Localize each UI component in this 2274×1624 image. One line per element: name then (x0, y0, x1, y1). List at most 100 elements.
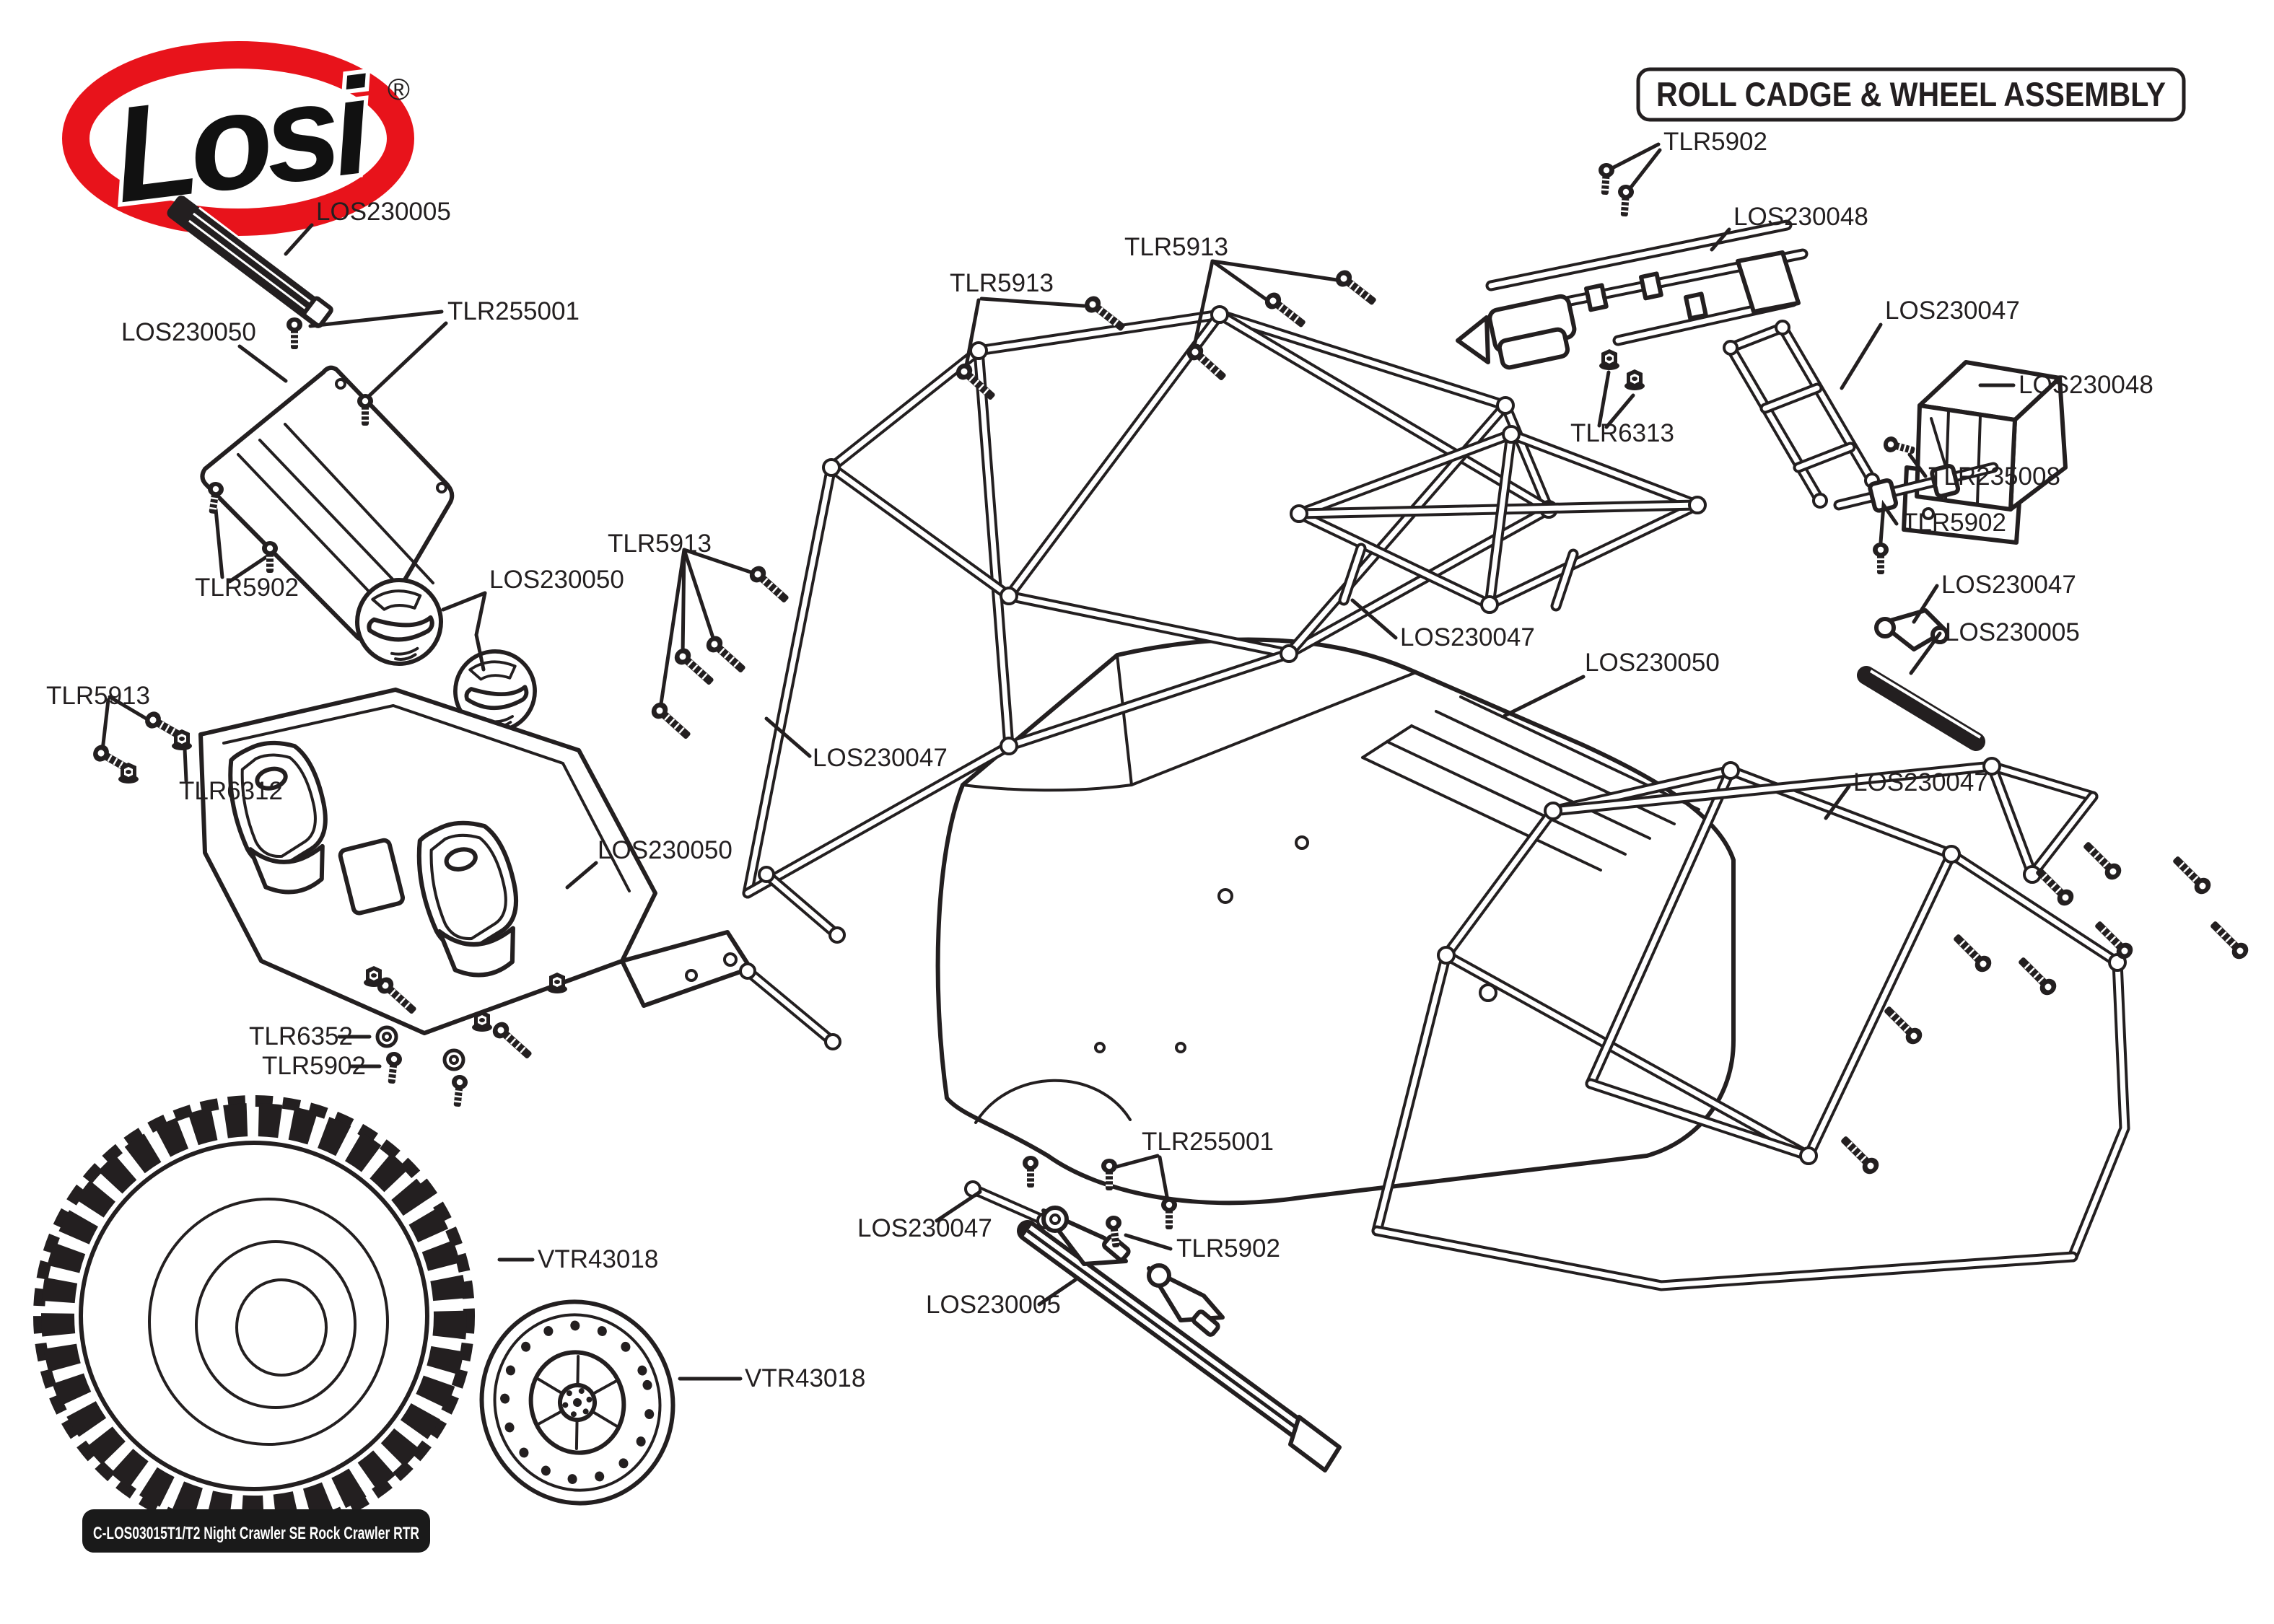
leader-line (284, 223, 314, 256)
ladder-rack-los230047 (1723, 320, 1880, 509)
screw-long-icon (2168, 851, 2216, 899)
leader-line (1037, 1278, 1077, 1307)
leader-line (183, 747, 188, 783)
part-label: LOS230050 (1585, 649, 1720, 677)
leader-line (1604, 393, 1635, 429)
leader-line (1115, 1154, 1160, 1169)
leader-line (1210, 259, 1339, 282)
part-label: LOS230047 (1941, 571, 2076, 599)
leader-line (565, 861, 598, 890)
screw-icon (1615, 183, 1635, 218)
part-label: TLR5902 (262, 1052, 366, 1080)
page-title: ROLL CADGE & WHEEL ASSEMBLY (1656, 75, 2166, 113)
screw-long-icon (1182, 339, 1231, 386)
screw-icon (448, 1073, 470, 1109)
roof-rail-los230005 (167, 196, 333, 328)
leader-line (935, 1190, 982, 1223)
leader-line (963, 298, 981, 372)
leader-line (1124, 1233, 1173, 1251)
part-label: LOS230047 (813, 744, 948, 772)
leader-line (100, 698, 110, 752)
part-label: TLR5902 (1902, 509, 2006, 537)
part-label: LOS230047 (1885, 297, 2020, 325)
leader-line (108, 695, 151, 722)
footer-model-tag: C-LOS03015T1/T2 Night Crawler SE Rock Cr… (82, 1509, 430, 1553)
leader-line (1627, 148, 1662, 191)
wheel-vtr43018 (479, 1299, 675, 1506)
leader-line (1597, 370, 1611, 428)
leader-line (237, 344, 288, 383)
screw-long-icon (2031, 863, 2078, 910)
rear-crossmember (1833, 462, 1999, 513)
part-label: LOS230048 (1733, 203, 1868, 231)
washer-icon (445, 1050, 463, 1069)
leader-line (214, 507, 224, 579)
part-label: LOS230048 (2019, 371, 2153, 399)
screw-icon (382, 1050, 404, 1086)
losi-logo: Losi ® (62, 41, 414, 236)
tire-vtr43018 (33, 1095, 475, 1537)
screw-long-icon (1879, 1001, 1927, 1049)
leader-line (658, 548, 686, 711)
leader-line (1909, 631, 1942, 675)
leader-line (682, 548, 757, 576)
registered-mark: ® (388, 72, 410, 106)
screw-long-icon (745, 561, 794, 608)
washer-icon (377, 1027, 396, 1046)
brand-wordmark: Losi (105, 49, 382, 231)
leader-line (979, 297, 1086, 308)
rear-slider-los230005 (1857, 666, 1985, 751)
leader-line (1912, 584, 1939, 624)
screw-long-icon (701, 631, 751, 678)
interior-tray-los230050 (198, 688, 753, 1035)
part-label: LOS230047 (857, 1214, 992, 1242)
screw-long-icon (2013, 952, 2061, 1000)
link-rod-los230047-upper (758, 866, 846, 944)
screw-icon (285, 316, 304, 351)
part-label: TLR6313 (1570, 419, 1674, 447)
mid-x-frame-los230047 (1290, 425, 1707, 614)
part-label: TLR5902 (195, 574, 299, 602)
leader-line (682, 548, 717, 644)
part-label: LOS230047 (1400, 623, 1535, 651)
leader-line (441, 591, 487, 612)
part-label: LOS230050 (121, 318, 256, 346)
screw-icon (1596, 162, 1616, 196)
leader-line (681, 548, 686, 657)
screw-icon (1871, 541, 1890, 576)
front-slider-assembly (964, 1180, 1342, 1472)
part-label: VTR43018 (745, 1364, 865, 1392)
leader-line (1191, 259, 1215, 351)
part-label: LOS230050 (489, 566, 624, 594)
screw-icon (1160, 1196, 1178, 1231)
screw-long-icon (488, 1017, 537, 1064)
footer-model-code: C-LOS03015T1/T2 Night Crawler SE Rock Cr… (93, 1524, 419, 1543)
part-label: TLR5913 (950, 269, 1054, 297)
part-label: TLR255001 (1142, 1128, 1274, 1156)
title-box: ROLL CADGE & WHEEL ASSEMBLY (1636, 67, 2186, 122)
leader-line (1210, 259, 1269, 302)
leader-line (764, 716, 812, 758)
part-label: LOS230050 (598, 836, 733, 864)
part-label: TLR235008 (1928, 462, 2060, 491)
nut-icon (1599, 349, 1619, 370)
screw-long-icon (647, 698, 696, 745)
leader-line (227, 553, 271, 584)
part-label: TLR255001 (447, 297, 580, 325)
leader-line (1840, 322, 1883, 390)
part-label: TLR5913 (46, 682, 150, 710)
part-label: LOS230005 (316, 198, 451, 226)
leader-line (308, 310, 444, 328)
logo-ring (62, 41, 414, 236)
screw-long-icon (1836, 1131, 1884, 1179)
lightbar-assembly-los230048 (1456, 219, 1809, 370)
part-label: LOS230005 (926, 1291, 1061, 1319)
screw-icon (1021, 1154, 1040, 1189)
part-label: VTR43018 (538, 1245, 658, 1273)
leader-line (1907, 452, 1928, 478)
screw-long-icon (1949, 929, 1996, 977)
steering-link-los230047 (1874, 608, 1949, 651)
part-label: TLR6352 (249, 1022, 353, 1050)
